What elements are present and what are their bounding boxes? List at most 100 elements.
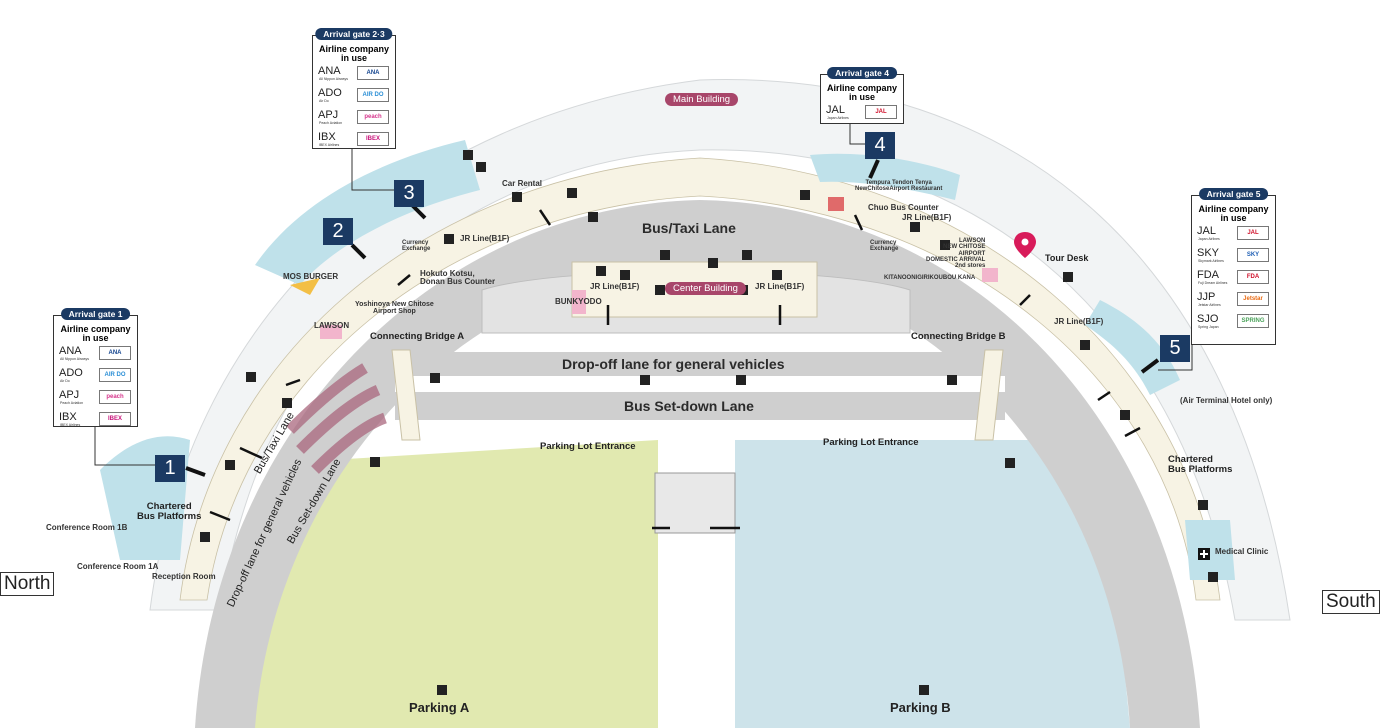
airline-name: Spring Japan (1198, 324, 1219, 329)
terminal-band (179, 157, 1221, 601)
parking-a-label: Parking A (409, 700, 470, 715)
airline-logo-icon: FDA (1237, 269, 1269, 284)
legend-gate-2-3: Arrival gate 2·3 Airline company in use … (312, 28, 396, 152)
chartered-bus-right-label: Chartered Bus Platforms (1168, 454, 1233, 476)
lane-separator-1 (395, 376, 1005, 392)
walkway-bridge-b (974, 349, 1004, 441)
lawson-right-block[interactable] (982, 268, 998, 282)
airline-code: JJP (1197, 290, 1216, 303)
connecting-bridge-b: Connecting Bridge B (911, 331, 1006, 342)
center-building-label: Center Building (665, 282, 746, 295)
conference-1b-label: Conference Room 1B (46, 523, 128, 532)
gate-arrow-3 (410, 203, 427, 220)
lawson-left-block[interactable] (320, 325, 342, 339)
drop-off-lane (395, 352, 1005, 376)
legend-gate-4-title: Arrival gate 4 (827, 67, 897, 79)
gate-1-marker[interactable]: 1 (155, 455, 185, 482)
reception-room-label: Reception Room (152, 572, 216, 581)
gate-line-2 (351, 148, 395, 191)
legend-gate-1-title: Arrival gate 1 (60, 308, 131, 320)
bus-taxi-lane-label: Bus/Taxi Lane (642, 220, 736, 236)
legend-gate-1: Arrival gate 1 Airline company in use AN… (53, 308, 138, 427)
yoshinoya-label: Yoshinoya New Chitose Airport Shop (355, 301, 434, 316)
legend-gate-5-subtitle: Airline company in use (1198, 204, 1269, 224)
airline-name: Japan Airlines (1198, 236, 1220, 241)
gate-arrow-5 (1140, 358, 1160, 374)
conference-1a-label: Conference Room 1A (77, 562, 159, 571)
gate-arrow-1 (185, 466, 206, 477)
airline-code: SKY (1197, 246, 1220, 259)
airline-code: JAL (1197, 224, 1216, 237)
gate-4-marker[interactable]: 4 (865, 132, 895, 159)
airline-name: All Nippon Airways (319, 76, 348, 81)
lane-separator-2 (395, 420, 1005, 438)
airline-logo-icon: IBEX (357, 131, 389, 146)
bunkyodo-block[interactable] (572, 290, 586, 314)
gate-2-marker[interactable]: 2 (323, 218, 353, 245)
airline-code: ADO (318, 86, 342, 99)
ramp-arrow-1 (286, 363, 368, 434)
parking-entrance-right: Parking Lot Entrance (823, 437, 919, 448)
car-rental-label: Car Rental (502, 179, 543, 188)
airline-code: FDA (1197, 268, 1219, 281)
airline-name: Jetstar Airlines (1198, 302, 1221, 307)
mos-burger-block[interactable] (290, 278, 320, 295)
legend-gate-2-3-title: Arrival gate 2·3 (315, 28, 393, 40)
hokuto-kotsu-label: Hokuto Kotsu, Donan Bus Counter (420, 269, 496, 287)
air-terminal-hotel-label: (Air Terminal Hotel only) (1180, 396, 1273, 405)
tour-desk-label[interactable]: Tour Desk (1045, 253, 1089, 263)
legend-gate-5: Arrival gate 5 Airline company in use JA… (1191, 188, 1276, 345)
airline-name: Fuji Dream Airlines (1198, 280, 1228, 285)
medical-cross (1200, 550, 1208, 558)
airline-name: Peach Aviation (319, 120, 343, 125)
parking-connector (654, 472, 736, 534)
gate-5-marker[interactable]: 5 (1160, 335, 1190, 362)
lawson-left-label: LAWSON (314, 321, 350, 330)
airline-code: ADO (59, 366, 83, 379)
ramp-arrow-2 (296, 384, 381, 454)
airline-logo-icon: peach (357, 109, 389, 124)
airline-name: IBEX Airlines (319, 142, 340, 147)
airline-logo-icon: SPRING (1237, 313, 1269, 328)
airline-code: JAL (826, 103, 845, 116)
water-top-right (810, 153, 960, 200)
medical-clinic-label: Medical Clinic (1215, 547, 1269, 556)
parking-b-area[interactable] (735, 440, 1130, 728)
airline-name: Japan Airlines (827, 115, 849, 120)
airline-logo-icon: ANA (357, 65, 389, 80)
main-building-label: Main Building (665, 93, 739, 106)
gate-3-marker[interactable]: 3 (394, 180, 424, 207)
water-right (1085, 300, 1180, 395)
legend-gate-1-subtitle: Airline company in use (60, 324, 131, 344)
airline-logo-icon: IBEX (99, 411, 131, 426)
entrance-arrows (209, 209, 1141, 530)
airline-name: Peach Aviation (60, 400, 84, 405)
legend-gate-4-subtitle: Airline company in use (826, 83, 898, 103)
tour-desk-pin-dot (1021, 238, 1029, 246)
gate-arrow-2 (350, 243, 367, 260)
gate-line-4 (849, 123, 865, 145)
currency-exchange-right-label: Currency Exchange (870, 240, 899, 253)
gate-line-5 (1158, 345, 1193, 371)
ramp-arrow-3 (311, 412, 388, 474)
north-label: North (0, 572, 55, 596)
gate-arrow-4 (868, 159, 880, 179)
airline-code: ANA (59, 344, 82, 357)
bus-setdown-lane-label: Bus Set-down Lane (624, 398, 754, 414)
lawson-right-label: LAWSON NEW CHITOSE AIRPORT DOMESTIC ARRI… (926, 238, 986, 270)
legend-gate-4: Arrival gate 4 Airline company in use JA… (820, 67, 904, 125)
tempura-block[interactable] (828, 197, 844, 211)
parking-a-area[interactable] (0, 440, 658, 728)
